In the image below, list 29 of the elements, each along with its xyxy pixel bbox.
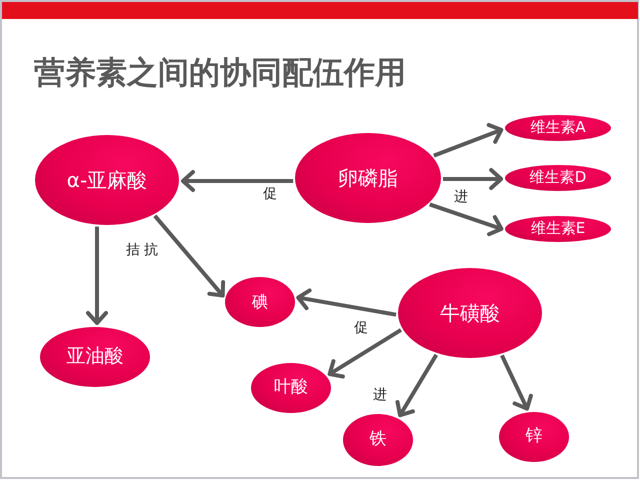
node-label: 维生素D [530,169,586,187]
arrow [296,288,396,317]
node-label: 锌 [526,427,542,447]
arrow [442,168,504,190]
arrow [433,123,504,158]
slide-title: 营养素之间的协同配伍作用 [34,55,406,91]
arrow [180,170,294,192]
arrow [500,354,533,411]
arrow [86,226,108,326]
node-label: 卵磷脂 [338,166,398,190]
edge-label: 进 [372,387,388,403]
node-label: 维生素A [530,119,586,137]
edge-label: 拮 抗 [124,242,160,258]
node-label: 碘 [252,292,268,312]
nutrient-ellipse [251,363,331,413]
node-label: 叶酸 [274,378,308,398]
arrow [429,202,504,236]
edge-label: 促 [353,320,369,336]
arrow [328,328,402,378]
node-label: 亚油酸 [66,346,124,368]
edge-label: 促 [262,186,278,202]
nutrient-ellipse [225,277,295,327]
node-label: 牛磺酸 [440,302,500,324]
edge-label: 进 [453,189,469,205]
node-label: 铁 [370,430,386,450]
arrow [153,214,226,298]
node-label: 维生素E [530,220,586,238]
node-label: α-亚麻酸 [66,168,148,192]
arrow [395,354,438,418]
